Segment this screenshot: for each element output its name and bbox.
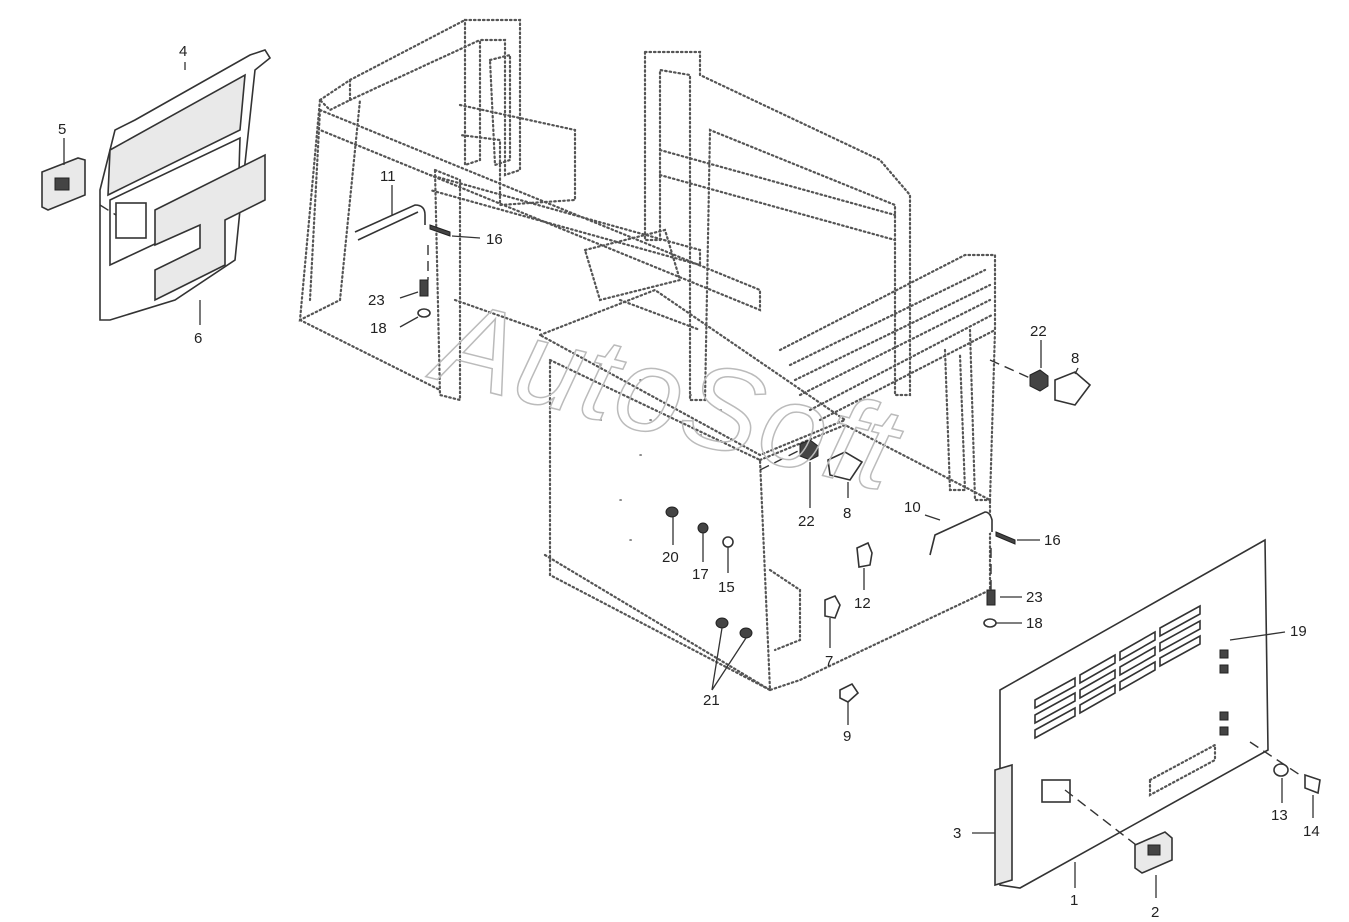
callout-14: 14 (1303, 823, 1320, 840)
callout-15: 15 (718, 579, 735, 596)
callout-13: 13 (1271, 807, 1288, 824)
callout-22-top: 22 (1030, 323, 1047, 340)
callout-18-left: 18 (370, 320, 387, 337)
cab-frame (298, 18, 997, 692)
callout-2: 2 (1151, 904, 1159, 921)
louvers (1034, 604, 1201, 740)
callout-22-mid: 22 (798, 513, 815, 530)
callout-20: 20 (662, 549, 679, 566)
callout-labels: 1 2 3 4 5 6 7 8 8 9 10 11 12 13 14 15 16… (58, 43, 1320, 921)
callout-5: 5 (58, 121, 66, 138)
callout-4: 4 (179, 43, 187, 60)
callout-23-right: 23 (1026, 589, 1043, 606)
callout-9: 9 (843, 728, 851, 745)
callout-6: 6 (194, 330, 202, 347)
callout-16-right: 16 (1044, 532, 1061, 549)
callout-23-left: 23 (368, 292, 385, 309)
callout-8-mid: 8 (843, 505, 851, 522)
side-panel-assembly (994, 538, 1321, 889)
callout-1: 1 (1070, 892, 1078, 909)
callout-7: 7 (825, 653, 833, 670)
callout-8-top: 8 (1071, 350, 1079, 367)
leader-lines (63, 62, 1314, 898)
callout-3: 3 (953, 825, 961, 842)
callout-11: 11 (380, 168, 396, 185)
callout-18-right: 18 (1026, 615, 1043, 632)
callout-21: 21 (703, 692, 720, 709)
callout-17: 17 (692, 566, 709, 583)
callout-10: 10 (904, 499, 921, 516)
watermark: AutoSoft (419, 274, 914, 517)
side-door-assembly (41, 49, 272, 321)
callout-19: 19 (1290, 623, 1307, 640)
callout-16-left: 16 (486, 231, 503, 248)
callout-12: 12 (854, 595, 871, 612)
